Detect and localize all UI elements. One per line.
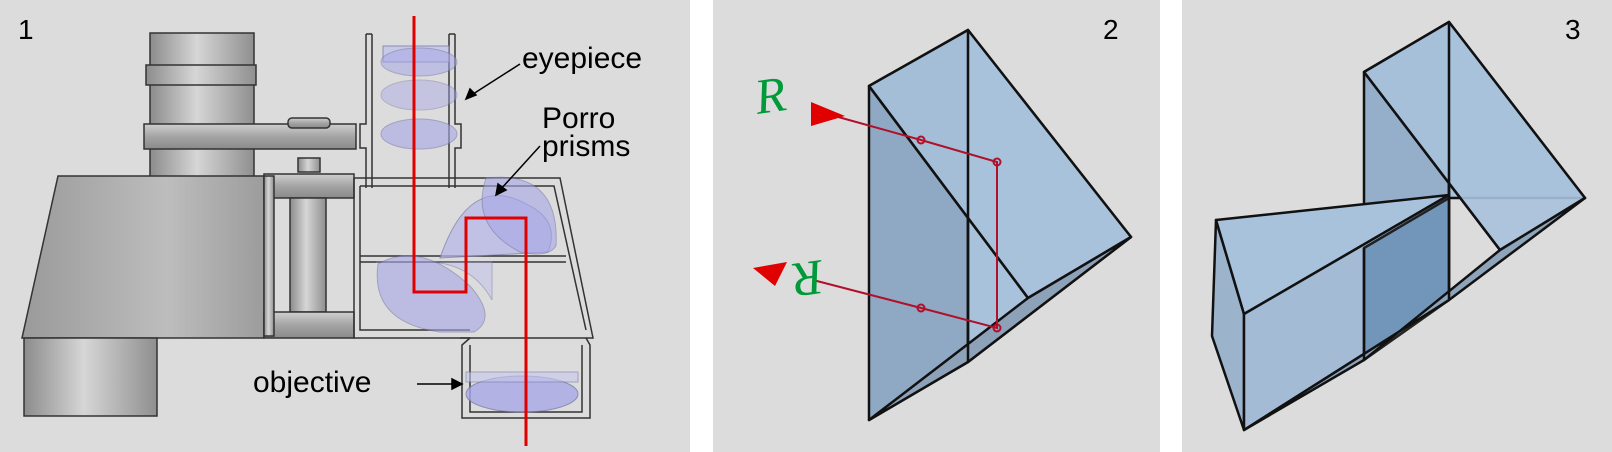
- crossed-prisms-drawing: [1210, 20, 1587, 432]
- panel-number: 2: [1103, 14, 1119, 45]
- binocular-drawing: [21, 16, 594, 446]
- left-barrel-exterior: [21, 32, 265, 417]
- letter-r-input: R: [751, 65, 790, 125]
- objective-label: objective: [253, 366, 372, 399]
- light-path: [412, 16, 528, 446]
- panel-number: 3: [1565, 14, 1581, 45]
- panel-crossed-prisms: 3: [1182, 0, 1612, 452]
- porro-prisms-label-line1: Porro: [542, 102, 616, 135]
- label-leaders: [417, 63, 541, 391]
- panel-prism-light-path: 2 R R: [713, 0, 1160, 452]
- porro-prisms-label-line2: prisms: [542, 130, 631, 163]
- ray-arrows: [753, 102, 845, 286]
- panel-number: 1: [18, 14, 34, 45]
- lower-prism: [1210, 193, 1587, 432]
- prism: [867, 28, 1133, 422]
- focus-bridge: [143, 117, 357, 339]
- upper-prism: [1362, 20, 1587, 252]
- eyepiece-label: eyepiece: [522, 42, 643, 75]
- panel-binocular-cutaway: 1: [0, 0, 690, 452]
- letter-r-inverted: R: [789, 249, 828, 309]
- internal-ray: [812, 109, 1002, 333]
- optics: [376, 45, 579, 413]
- prism-pair-drawing: [753, 28, 1133, 422]
